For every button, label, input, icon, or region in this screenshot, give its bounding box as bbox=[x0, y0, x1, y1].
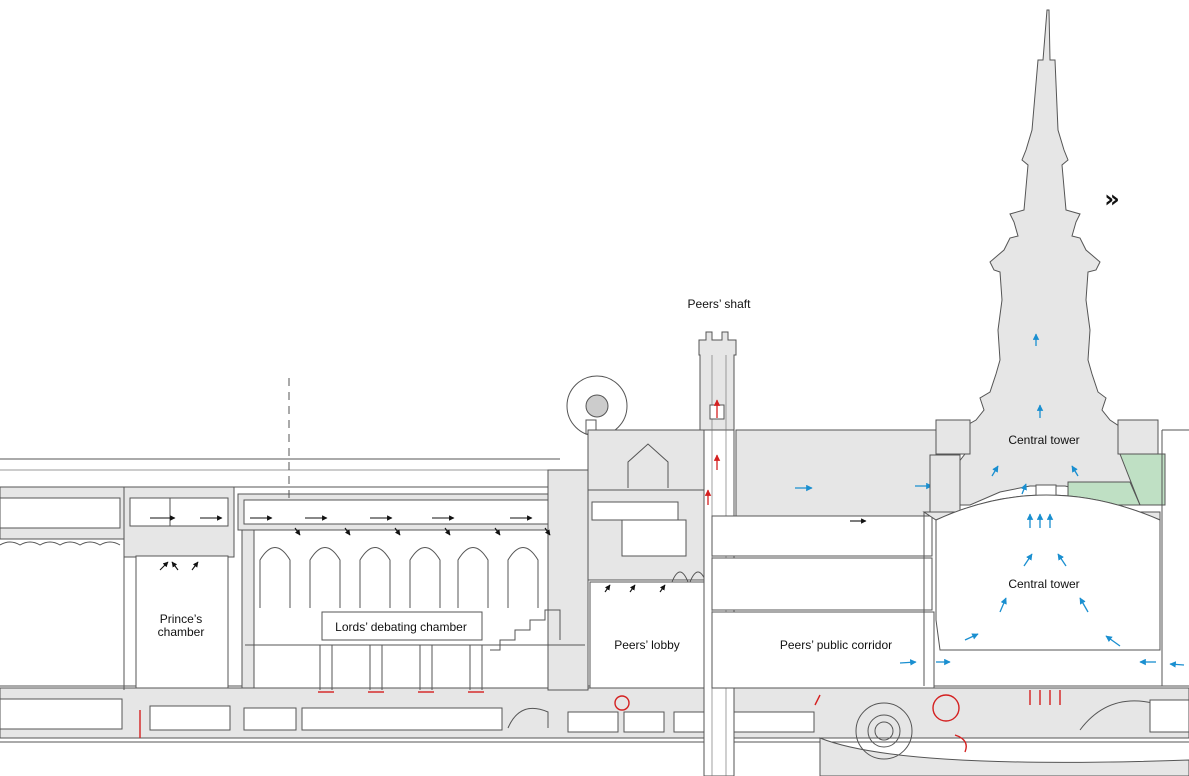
central-tower-label-upper: Central tower bbox=[1008, 433, 1079, 447]
princes-chamber bbox=[123, 486, 235, 689]
peers-corridor-label: Peers’ public corridor bbox=[780, 638, 892, 652]
peers-lobby bbox=[587, 429, 709, 689]
central-tower-label-lower: Central tower bbox=[1008, 577, 1079, 591]
peers-public-corridor bbox=[711, 429, 937, 689]
princes-chamber-label-line2: chamber bbox=[158, 625, 205, 639]
princes-chamber-label-line1: Prince’s bbox=[160, 612, 202, 626]
peers-shaft-label: Peers’ shaft bbox=[688, 297, 752, 311]
central-tower bbox=[899, 9, 1189, 686]
turret-fan bbox=[566, 375, 628, 437]
next-arrow-icon[interactable]: » bbox=[1104, 185, 1120, 213]
lords-chamber-label: Lords’ debating chamber bbox=[335, 620, 467, 634]
green-roof bbox=[1119, 453, 1166, 506]
peers-lobby-label: Peers’ lobby bbox=[614, 638, 680, 652]
lords-chamber bbox=[237, 469, 669, 693]
basement-level bbox=[0, 687, 1189, 776]
